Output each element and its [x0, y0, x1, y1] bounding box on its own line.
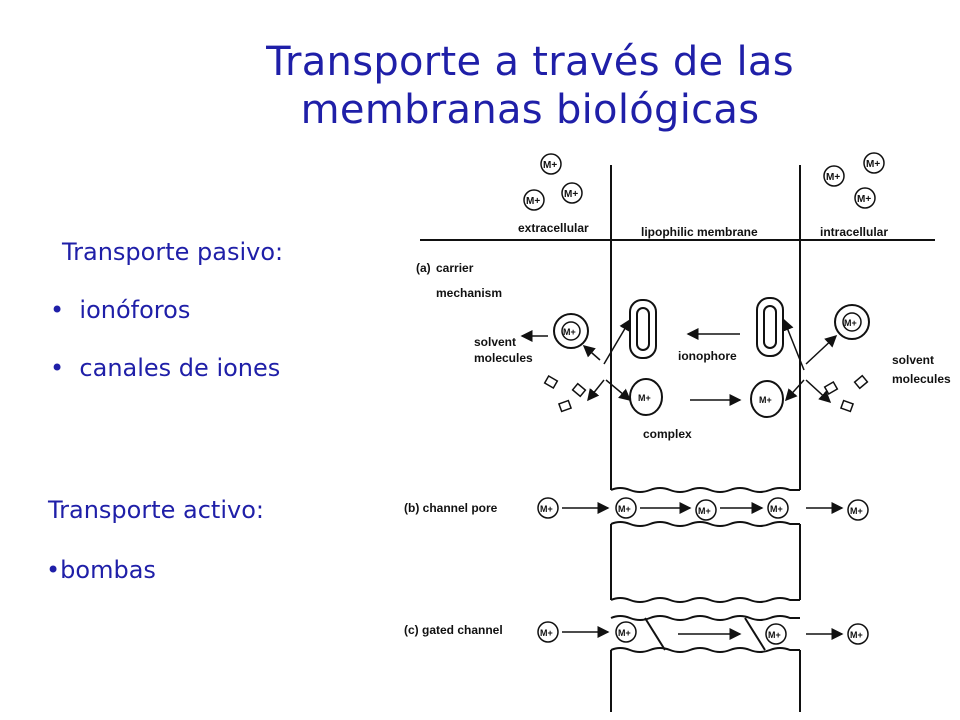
label-complex: complex — [643, 427, 692, 441]
ion-m-plus: M+ — [561, 182, 583, 204]
ion-m-plus: M+ — [540, 153, 562, 175]
svg-text:M+: M+ — [638, 393, 651, 403]
svg-text:M+: M+ — [698, 506, 711, 516]
bullet-ion-channels: • canales de iones — [50, 354, 280, 382]
solvated-ion-left: M+ — [553, 313, 589, 349]
svg-text:M+: M+ — [563, 327, 576, 337]
channel-pore-ions: M+ M+ M+ M+ M+ — [537, 497, 869, 521]
label-extracellular: extracellular — [518, 221, 589, 235]
title-line-1: Transporte a través de las — [266, 39, 794, 85]
channel-pore-membrane — [610, 487, 801, 603]
label-ionophore: ionophore — [678, 349, 737, 363]
ionophore-complex-left: M+ — [629, 378, 663, 416]
label-solvent-right-1: solvent — [892, 353, 934, 367]
ion-m-plus: M+ — [854, 187, 876, 209]
passive-transport-heading: Transporte pasivo: — [62, 238, 284, 266]
svg-text:M+: M+ — [564, 189, 578, 200]
svg-text:M+: M+ — [618, 628, 631, 638]
ion-m-plus: M+ — [523, 189, 545, 211]
svg-text:M+: M+ — [526, 196, 540, 207]
label-lipophilic-membrane: lipophilic membrane — [641, 225, 758, 239]
slide-title: Transporte a través de las membranas bio… — [230, 38, 830, 134]
ion-m-plus: M+ — [615, 497, 637, 519]
ion-m-plus: M+ — [847, 623, 869, 645]
svg-text:M+: M+ — [543, 160, 557, 171]
bullet-ionophores: • ionóforos — [50, 296, 190, 324]
ion-m-plus: M+ — [537, 621, 559, 643]
carrier-arrows — [520, 318, 838, 406]
bullet-glyph: • — [50, 296, 65, 324]
ionophore-free-left — [629, 299, 657, 359]
ionophore-free-right — [756, 297, 784, 357]
solvated-ion-right: M+ — [834, 304, 870, 340]
free-ions-top: M+ M+ M+ M+ M+ M+ — [523, 152, 885, 211]
active-transport-heading: Transporte activo: — [48, 496, 264, 524]
svg-text:M+: M+ — [759, 395, 772, 405]
ion-m-plus: M+ — [847, 499, 869, 521]
ion-m-plus: M+ — [695, 499, 717, 521]
ion-m-plus: M+ — [615, 621, 637, 643]
label-carrier-2: mechanism — [436, 286, 502, 300]
svg-text:M+: M+ — [540, 504, 553, 514]
bullet-glyph: • — [50, 354, 65, 382]
label-solvent-right-2: molecules — [892, 372, 951, 386]
label-solvent-left-1: solvent — [474, 335, 516, 349]
bullet-text-ionophores: ionóforos — [79, 296, 191, 324]
ion-m-plus: M+ — [765, 623, 787, 645]
gated-channel-ions: M+ M+ M+ M+ — [537, 621, 869, 645]
gated-channel-arrows — [562, 626, 844, 640]
ion-m-plus: M+ — [823, 165, 845, 187]
gated-channel-membrane — [610, 615, 801, 712]
svg-text:M+: M+ — [857, 194, 871, 205]
label-intracellular: intracellular — [820, 225, 888, 239]
svg-text:M+: M+ — [826, 172, 840, 183]
label-solvent-left-2: molecules — [474, 351, 533, 365]
ion-m-plus: M+ — [767, 497, 789, 519]
svg-text:M+: M+ — [768, 630, 781, 640]
title-line-2: membranas biológicas — [300, 87, 760, 133]
svg-text:M+: M+ — [866, 159, 880, 170]
solvent-molecule-fragments — [543, 374, 869, 413]
label-a: (a) — [416, 261, 431, 275]
svg-text:M+: M+ — [618, 504, 631, 514]
bullet-text-pumps: bombas — [60, 556, 156, 584]
svg-text:M+: M+ — [540, 628, 553, 638]
bullet-pumps: •bombas — [46, 556, 156, 584]
svg-text:M+: M+ — [770, 504, 783, 514]
membrane-walls — [420, 165, 935, 490]
svg-text:M+: M+ — [850, 506, 863, 516]
ionophore-complex-right: M+ — [750, 380, 784, 418]
svg-text:M+: M+ — [850, 630, 863, 640]
bullet-text-ion-channels: canales de iones — [79, 354, 281, 382]
label-gated-channel: (c) gated channel — [404, 623, 503, 637]
svg-text:M+: M+ — [844, 318, 857, 328]
label-carrier-1: carrier — [436, 261, 474, 275]
bullet-glyph: • — [46, 556, 61, 584]
label-channel-pore: (b) channel pore — [404, 501, 498, 515]
ion-m-plus: M+ — [863, 152, 885, 174]
ion-m-plus: M+ — [537, 497, 559, 519]
